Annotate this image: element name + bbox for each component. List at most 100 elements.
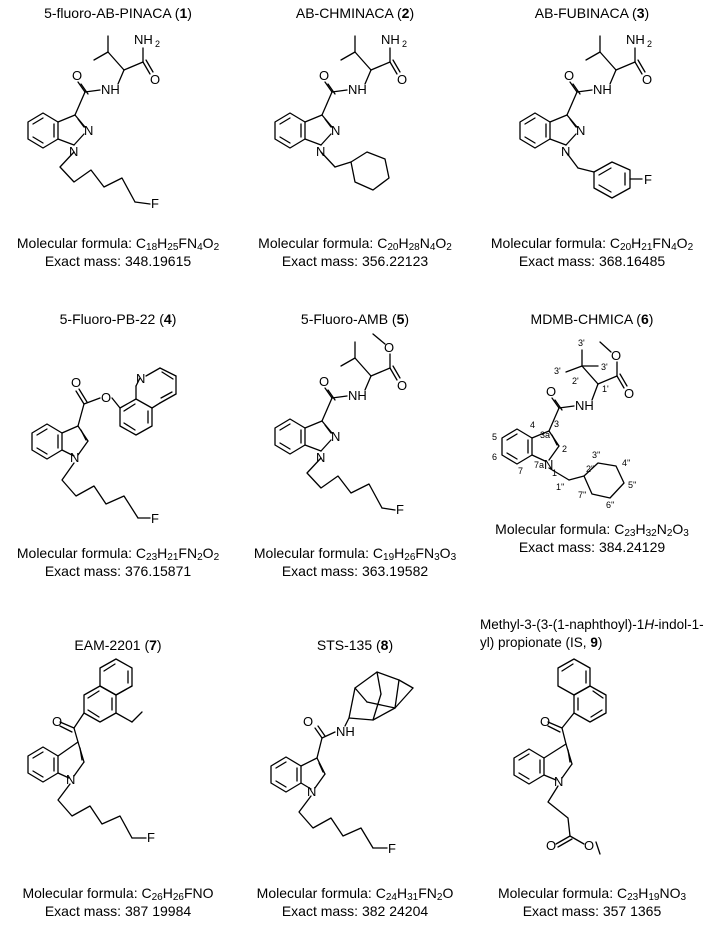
exact-mass-line: Exact mass: 368.16485 <box>518 253 666 269</box>
formula-count: 26 <box>172 892 184 903</box>
svg-text:F: F <box>388 841 396 856</box>
svg-text:NH: NH <box>336 724 355 739</box>
svg-text:O: O <box>319 374 329 389</box>
svg-text:O: O <box>642 72 652 87</box>
svg-text:F: F <box>151 196 159 211</box>
formula-count: 4 <box>429 242 436 253</box>
svg-text:1: 1 <box>552 468 557 478</box>
formula-element: F <box>415 545 424 561</box>
svg-text:2: 2 <box>647 39 652 49</box>
svg-text:F: F <box>644 172 652 187</box>
svg-text:1': 1' <box>602 384 609 394</box>
svg-text:F: F <box>396 502 404 517</box>
formula-element: N <box>419 235 430 251</box>
structure-drawing: NH O O O N N F <box>237 328 473 528</box>
exact-mass-line: Exact mass: 356.22123 <box>281 253 429 269</box>
svg-text:3': 3' <box>578 338 585 348</box>
svg-text:O: O <box>52 714 62 729</box>
formula-element: C <box>141 885 152 901</box>
formula-element: O <box>676 235 688 251</box>
svg-text:N: N <box>136 371 145 386</box>
compound-name: MDMB-CHMICA (6) <box>530 311 654 327</box>
svg-text:7: 7 <box>518 466 523 476</box>
formula-count: 26 <box>404 552 416 563</box>
formula-line: Molecular formula: C26H26FNO <box>22 885 214 903</box>
svg-text:O: O <box>540 714 550 729</box>
structure-svg: O NH N F <box>270 671 414 856</box>
compound-name: 5-fluoro-AB-PINACA (1) <box>44 5 192 21</box>
formula-count: 28 <box>408 242 420 253</box>
formula-element: H <box>396 885 408 901</box>
svg-text:N: N <box>66 772 75 787</box>
formula: C20H28N4O2 <box>377 235 452 253</box>
formula-count: 20 <box>387 242 399 253</box>
formula-element: O <box>202 545 214 561</box>
exact-mass-line: Exact mass: 387 19984 <box>44 903 192 919</box>
svg-text:N: N <box>554 774 563 789</box>
formula-element: H <box>394 545 405 561</box>
svg-text:O: O <box>546 838 556 853</box>
compound-name: AB-CHMINACA (2) <box>295 5 415 21</box>
formula-element: F <box>178 545 187 561</box>
formula-element: O <box>672 521 684 537</box>
formula-count: 19 <box>383 552 395 563</box>
exact-mass-line: Exact mass: 382 24204 <box>281 903 429 919</box>
compound-cell-7: EAM-2201 (7) <box>0 616 236 924</box>
svg-text:4'': 4'' <box>622 458 631 468</box>
formula-count: 3 <box>434 552 440 563</box>
formula-line: Molecular formula: C18H25FN4O2 <box>16 235 220 253</box>
formula-line: Molecular formula: C23H32N2O3 <box>495 521 689 539</box>
compound-name: 5-Fluoro-AMB (5) <box>300 311 410 327</box>
compound-cell-4: 5-Fluoro-PB-22 (4) <box>0 306 236 614</box>
structure-svg: O N F <box>27 658 155 845</box>
formula-element: H <box>162 885 173 901</box>
svg-text:2: 2 <box>155 39 160 49</box>
structure-drawing: O N F <box>0 658 236 858</box>
formula-count: 4 <box>671 242 677 253</box>
formula-line: Molecular formula: C20H21FN4O2 <box>490 235 694 253</box>
formula-element: H <box>635 521 646 537</box>
svg-text:N: N <box>561 144 570 159</box>
formula-count: 23 <box>624 528 636 539</box>
svg-text:4: 4 <box>530 420 535 430</box>
formula-count: 2 <box>687 242 694 253</box>
formula-line: Molecular formula: C24H31FN2O <box>256 885 454 903</box>
formula-count: 3 <box>450 552 457 563</box>
svg-text:O: O <box>611 348 621 363</box>
svg-text:O: O <box>319 68 329 83</box>
formula-element: C <box>609 235 621 251</box>
svg-text:3'': 3'' <box>592 450 601 460</box>
formula-count: 2 <box>666 528 673 539</box>
formula-count: 21 <box>167 552 179 563</box>
structure-svg: O O N N F <box>31 367 177 526</box>
formula-line: Molecular formula: C23H19NO3 <box>497 885 687 903</box>
formula-count: 2 <box>446 242 452 253</box>
formula-count: 2 <box>213 552 220 563</box>
svg-text:NH: NH <box>575 398 594 413</box>
svg-text:N: N <box>316 450 325 465</box>
formula-line: Molecular formula: C23H21FN2O2 <box>16 545 220 563</box>
svg-text:O: O <box>150 72 160 87</box>
formula-count: 2 <box>213 242 220 253</box>
svg-text:3a: 3a <box>540 430 550 440</box>
formula-element: N <box>423 545 435 561</box>
svg-text:F: F <box>147 830 155 845</box>
svg-text:O: O <box>384 340 394 355</box>
formula-element: C <box>377 235 388 251</box>
svg-text:2'': 2'' <box>586 464 595 474</box>
svg-text:7a: 7a <box>534 460 544 470</box>
structure-svg: NH O O O N N F <box>274 333 407 517</box>
formula-count: 23 <box>627 892 639 903</box>
compound-name: AB-FUBINACA (3) <box>534 5 650 21</box>
exact-mass-line: Exact mass: 357 1365 <box>522 903 662 919</box>
svg-text:O: O <box>72 68 82 83</box>
exact-mass-line: Exact mass: 376.15871 <box>44 563 192 579</box>
svg-text:6: 6 <box>492 452 497 462</box>
formula: C19H26FN3O3 <box>373 545 457 563</box>
formula-line: Molecular formula: C19H26FN3O3 <box>253 545 457 563</box>
